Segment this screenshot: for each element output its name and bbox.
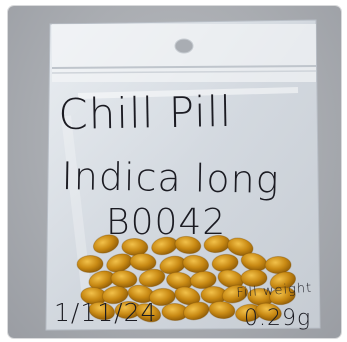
softgel bbox=[189, 270, 217, 290]
softgel bbox=[226, 237, 254, 257]
softgel bbox=[255, 302, 282, 322]
label-weight-value: 0.29g bbox=[244, 306, 312, 331]
softgel bbox=[208, 300, 236, 320]
softgel bbox=[134, 303, 162, 323]
softgel bbox=[264, 255, 292, 275]
softgel bbox=[174, 286, 201, 306]
softgel bbox=[76, 254, 104, 274]
softgel bbox=[221, 284, 249, 304]
bag-illustration bbox=[45, 19, 321, 331]
softgel bbox=[101, 285, 129, 305]
softgel bbox=[174, 235, 202, 255]
softgel bbox=[217, 269, 244, 289]
softgel bbox=[182, 254, 210, 274]
softgel bbox=[138, 268, 166, 288]
softgel bbox=[183, 301, 210, 321]
softgel bbox=[240, 269, 268, 287]
label-strain: Indica long bbox=[61, 154, 280, 202]
softgel bbox=[92, 234, 120, 254]
softgel bbox=[88, 301, 116, 321]
softgel bbox=[268, 286, 296, 306]
softgel bbox=[129, 252, 157, 272]
label-date: 1/11/24 bbox=[54, 298, 158, 327]
label-batch: B0042 bbox=[106, 202, 227, 243]
softgel-capsules bbox=[76, 234, 297, 323]
label-product-name: Chill Pill bbox=[58, 86, 233, 139]
hang-hole bbox=[174, 38, 194, 54]
ziplock-bag bbox=[45, 19, 321, 331]
product-photo: Chill Pill Indica long B0042 1/11/24 Fil… bbox=[8, 6, 341, 338]
